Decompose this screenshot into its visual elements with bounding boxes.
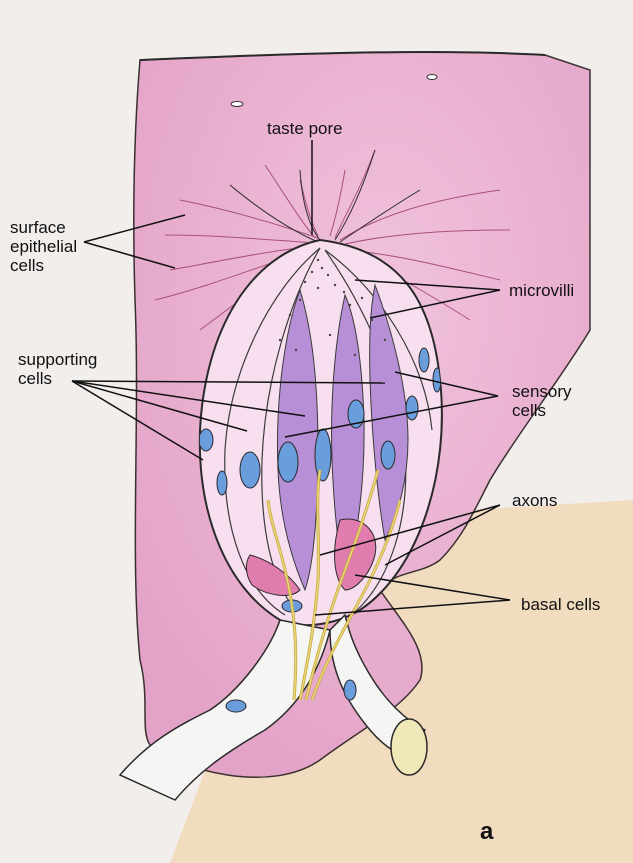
sensory-cell [276, 288, 319, 592]
label-taste-pore: taste pore [267, 119, 343, 138]
panel-letter: a [480, 818, 494, 845]
label-microvilli: microvilli [509, 281, 575, 300]
label-line: supporting [18, 350, 98, 369]
nerve-fiber [118, 599, 428, 801]
label-supporting-cells: supporting cells [18, 350, 97, 388]
label-line: sensory [512, 382, 572, 401]
cell-nuclei [199, 347, 442, 496]
leader-lines [71, 140, 511, 616]
label-line: epithelial [10, 237, 78, 256]
label-sensory-cells: sensory cells [512, 382, 572, 420]
label-line: cells [512, 401, 547, 420]
label-line: cells [18, 369, 53, 388]
label-axons: axons [512, 491, 558, 510]
sensory-cell [369, 283, 409, 542]
label-line: cells [10, 256, 45, 275]
basal-cell [246, 554, 301, 596]
label-basal-cells: basal cells [521, 595, 601, 614]
label-surface-epithelial: surface epithelial cells [10, 218, 77, 275]
label-line: surface [10, 218, 66, 237]
